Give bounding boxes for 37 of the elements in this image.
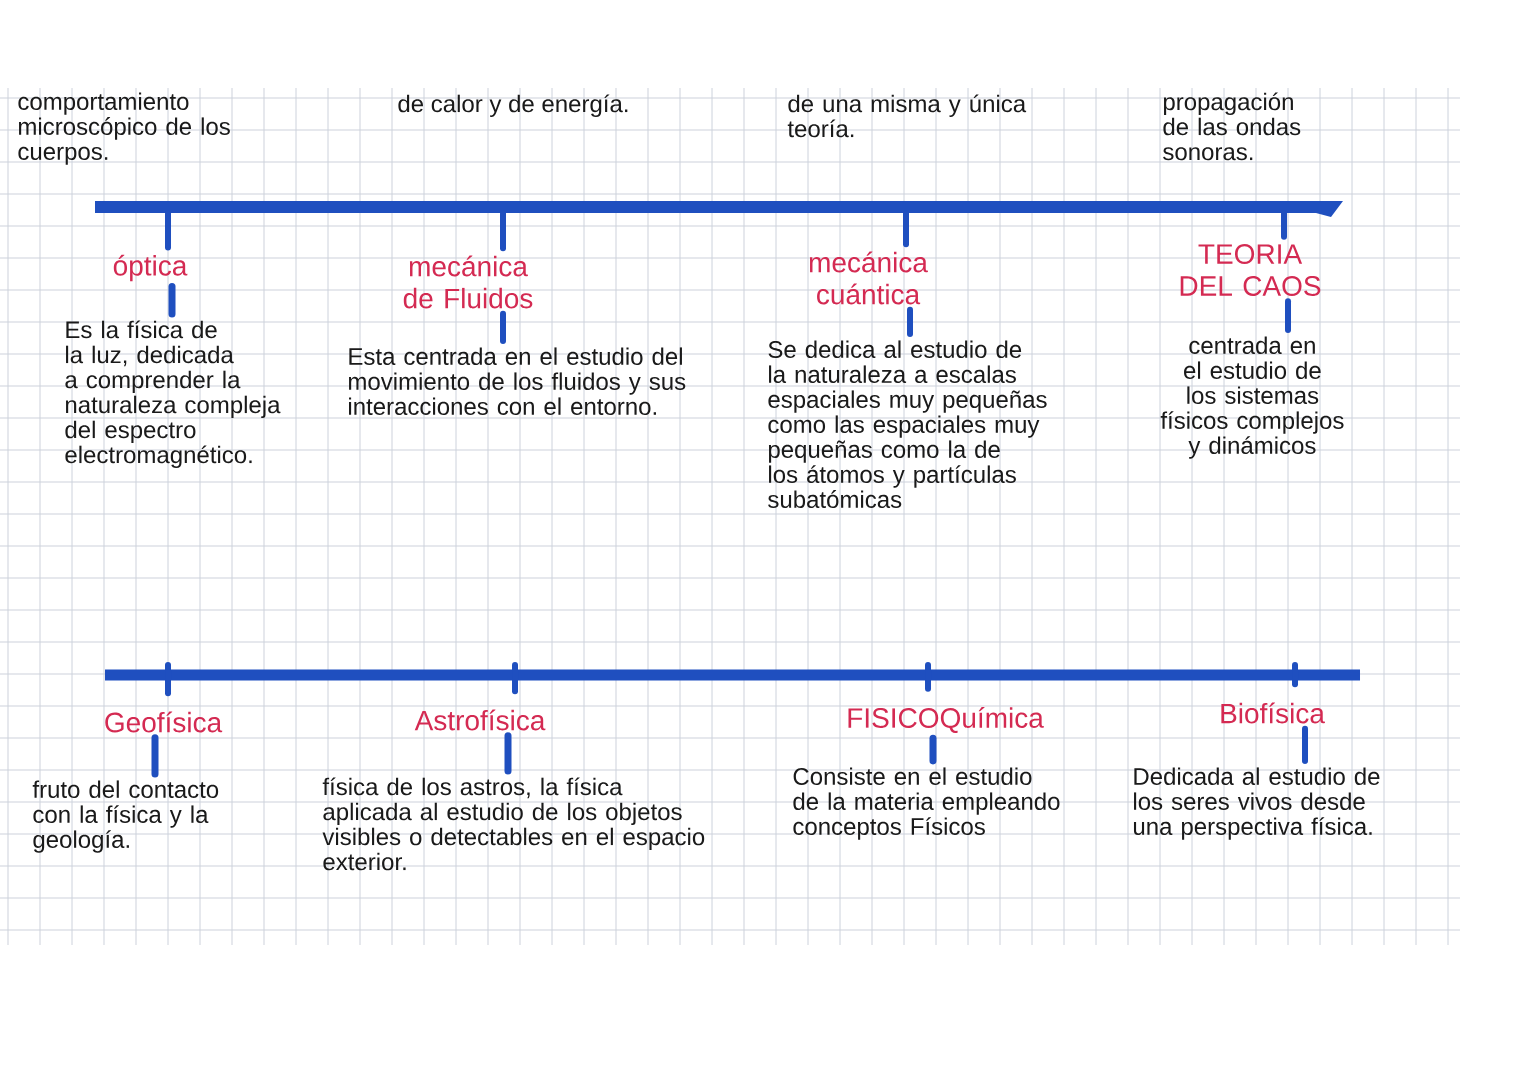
connector-line bbox=[165, 210, 171, 251]
topic-heading: mecánica de Fluidos bbox=[403, 255, 533, 309]
connector-line bbox=[512, 662, 518, 695]
description-text: Es la física de la luz, dedicada a comprender la naturaleza compleja del espectro electromagnético. bbox=[65, 320, 281, 469]
note-text: de una misma y única teoría. bbox=[787, 94, 1027, 138]
timeline-bar bbox=[105, 669, 1360, 681]
description-text: Se dedica al estudio de la naturaleza a escalas espaciales muy pequeñas como las espaciales muy pequeñas como la de los átomos y partículas subatómicas bbox=[768, 340, 1047, 508]
connector-line bbox=[1285, 298, 1291, 333]
connector-line bbox=[925, 662, 931, 692]
description-text: Consiste en el estudio de la materia empleando conceptos Físicos bbox=[793, 767, 1060, 840]
connector-line bbox=[168, 283, 176, 318]
connector-line bbox=[504, 732, 512, 775]
connector-line bbox=[903, 210, 909, 248]
connector-line bbox=[929, 734, 937, 765]
topic-heading: mecánica cuántica bbox=[809, 251, 928, 305]
description-text: Esta centrada en el estudio del movimiento de los fluidos y sus interacciones con el entorno. bbox=[349, 347, 686, 415]
topic-heading: Geofísica bbox=[105, 711, 223, 733]
connector-line bbox=[1302, 725, 1308, 764]
connector-line bbox=[907, 306, 913, 337]
description-text: Dedicada al estudio de los seres vivos desde una perspectiva física. bbox=[1134, 767, 1380, 840]
topic-heading: FISICOQuímica bbox=[848, 707, 1044, 733]
note-text: de calor y de energía. bbox=[398, 94, 628, 118]
topic-heading: óptica bbox=[113, 254, 188, 282]
topic-heading: TEORIA DEL CAOS bbox=[1180, 244, 1321, 296]
topic-heading: Astrofísica bbox=[414, 709, 546, 731]
description-text: fruto del contacto con la física y la geología. bbox=[32, 780, 219, 853]
connector-line bbox=[500, 310, 506, 344]
connector-line bbox=[151, 734, 159, 778]
connector-line bbox=[1281, 210, 1287, 240]
topic-heading: Biofísica bbox=[1221, 702, 1325, 724]
connector-line bbox=[1292, 662, 1298, 688]
description-text: centrada en el estudio de los sistemas físicos complejos y dinámicos bbox=[1160, 336, 1344, 459]
description-text: física de los astros, la física aplicada al estudio de los objetos visibles o detectables en el espacio exterior. bbox=[322, 777, 705, 871]
note-text: propagación de las ondas sonoras. bbox=[1163, 92, 1301, 161]
connector-line bbox=[165, 662, 171, 697]
note-text: comportamiento microscópico de los cuerpos. bbox=[18, 92, 230, 165]
connector-line bbox=[500, 210, 506, 252]
